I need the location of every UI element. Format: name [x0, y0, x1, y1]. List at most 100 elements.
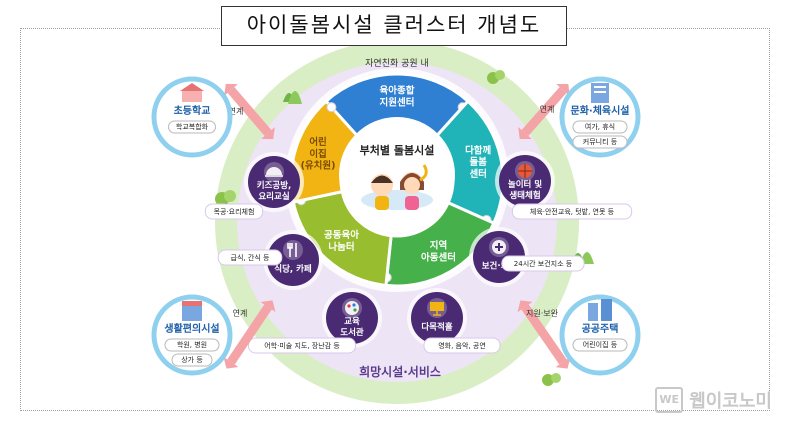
- clock-marker-icon: [326, 102, 337, 113]
- watermark-text: 웹이코노미: [689, 391, 772, 412]
- tree-top-right-icon: [487, 70, 505, 84]
- fork-knife-icon: [283, 240, 303, 260]
- children-illustration-icon: [361, 164, 433, 210]
- external-item: 어린이집 등: [583, 340, 618, 349]
- link-arrowhead: [517, 300, 533, 313]
- services-label: 희망시설·서비스: [359, 364, 441, 379]
- service-bubble: [267, 234, 319, 286]
- core-segment-label: 지역: [430, 239, 447, 251]
- tree-bottom-right-icon: [542, 373, 561, 386]
- external-item: 커뮤니티 등: [583, 137, 618, 146]
- cloche-icon: [264, 162, 284, 182]
- service-bubble: [248, 156, 300, 208]
- watermark: WE 웹이코노미: [655, 387, 772, 413]
- service-tag: 어학·미술 지도, 장난감 등: [264, 341, 340, 350]
- core-segment-label: 아동센터: [421, 251, 456, 263]
- core-segment-label: (유치원): [301, 160, 336, 172]
- external-title: 공공주택: [582, 322, 619, 335]
- external-item: 학교복합화: [176, 122, 209, 131]
- link-arrowhead: [556, 84, 570, 96]
- core-segment-label: 센터: [469, 168, 486, 180]
- link-arrowhead: [223, 356, 239, 369]
- tree-top-left-icon: [283, 91, 302, 104]
- service-bubble: [326, 292, 378, 344]
- core-segment-label: 이집: [309, 148, 326, 160]
- link-arrowhead: [224, 83, 238, 96]
- link-label: 연계: [229, 106, 244, 116]
- core-segment-label: 공동육아: [324, 229, 359, 241]
- link-label: 연계: [540, 104, 555, 114]
- school-icon: [180, 83, 204, 102]
- link-arrow: [521, 87, 567, 136]
- external-item-pill: [572, 120, 628, 134]
- external-title: 생활편의시설: [164, 322, 219, 335]
- core-segment-label: 돌봄: [469, 157, 487, 168]
- service-node: 식당, 카페 급식, 간식 등: [217, 230, 323, 290]
- service-label: 보건·의료: [482, 261, 517, 272]
- link-arrowhead: [261, 127, 275, 140]
- external-item-pill: [168, 120, 216, 134]
- service-bubble: [499, 155, 551, 207]
- service-label: 교육: [344, 316, 360, 327]
- service-label: 키즈공방,: [257, 180, 292, 191]
- external-item-pill: [572, 338, 628, 352]
- screen-icon: [427, 298, 447, 318]
- service-tag: 목공·요리체험: [214, 207, 255, 216]
- core-segment-label: 다함께: [465, 144, 491, 156]
- diagram-title: 아이돌봄시설 클러스터 개념도: [221, 6, 567, 46]
- external-item: 학원, 병원: [177, 340, 207, 349]
- center-label: 부처별 돌봄시설: [360, 143, 435, 157]
- service-tag-pill: [204, 203, 264, 220]
- core-segment-label: 지원센터: [380, 96, 415, 108]
- service-label: 요리교실: [258, 191, 289, 202]
- link-arrow: [521, 304, 567, 365]
- service-tag-pill: [217, 249, 283, 266]
- external-title: 초등학교: [174, 104, 211, 117]
- service-tag: 급식, 간식 등: [231, 253, 270, 262]
- link-arrow: [227, 304, 272, 365]
- shop-icon: [182, 301, 202, 321]
- external-circle: [559, 294, 641, 376]
- external-circle: [151, 294, 233, 376]
- building-icon: [591, 83, 609, 103]
- palette-icon: [342, 298, 362, 318]
- clinic-icon: [489, 237, 509, 257]
- link-arrowhead: [555, 356, 571, 369]
- watermark-logo: WE: [655, 387, 684, 413]
- link-arrowhead: [260, 300, 276, 313]
- service-tag: 영화, 음악, 공연: [438, 341, 486, 350]
- external-item: 상가 등: [181, 355, 203, 364]
- core-segment-label: 나눔터: [328, 241, 354, 253]
- service-label: 놀이터 및: [508, 179, 542, 190]
- external-circle: [151, 76, 233, 158]
- link-arrowhead: [518, 127, 532, 139]
- service-tag-pill: [248, 337, 356, 354]
- service-label: 도서관: [340, 327, 364, 338]
- service-label: 식당, 카페: [274, 264, 312, 275]
- link-arrow: [227, 87, 272, 136]
- core-center-disc: [339, 117, 455, 233]
- park-label: 자연친화 공원 내: [365, 58, 429, 69]
- core-segment-label: 어린: [309, 136, 326, 148]
- external-item-pill: [164, 338, 220, 352]
- service-bubble: [411, 292, 463, 344]
- service-tag: 체육·안전교육, 텃밭, 연못 등: [530, 207, 615, 216]
- service-label: 다목적홀: [421, 322, 452, 333]
- service-label: 생태체험: [509, 190, 540, 201]
- service-tag-pill: [423, 337, 501, 354]
- external-item: 여가, 휴식: [585, 122, 615, 131]
- core-segment-label: 육아종합: [380, 85, 415, 97]
- tree-left-icon: [215, 190, 236, 209]
